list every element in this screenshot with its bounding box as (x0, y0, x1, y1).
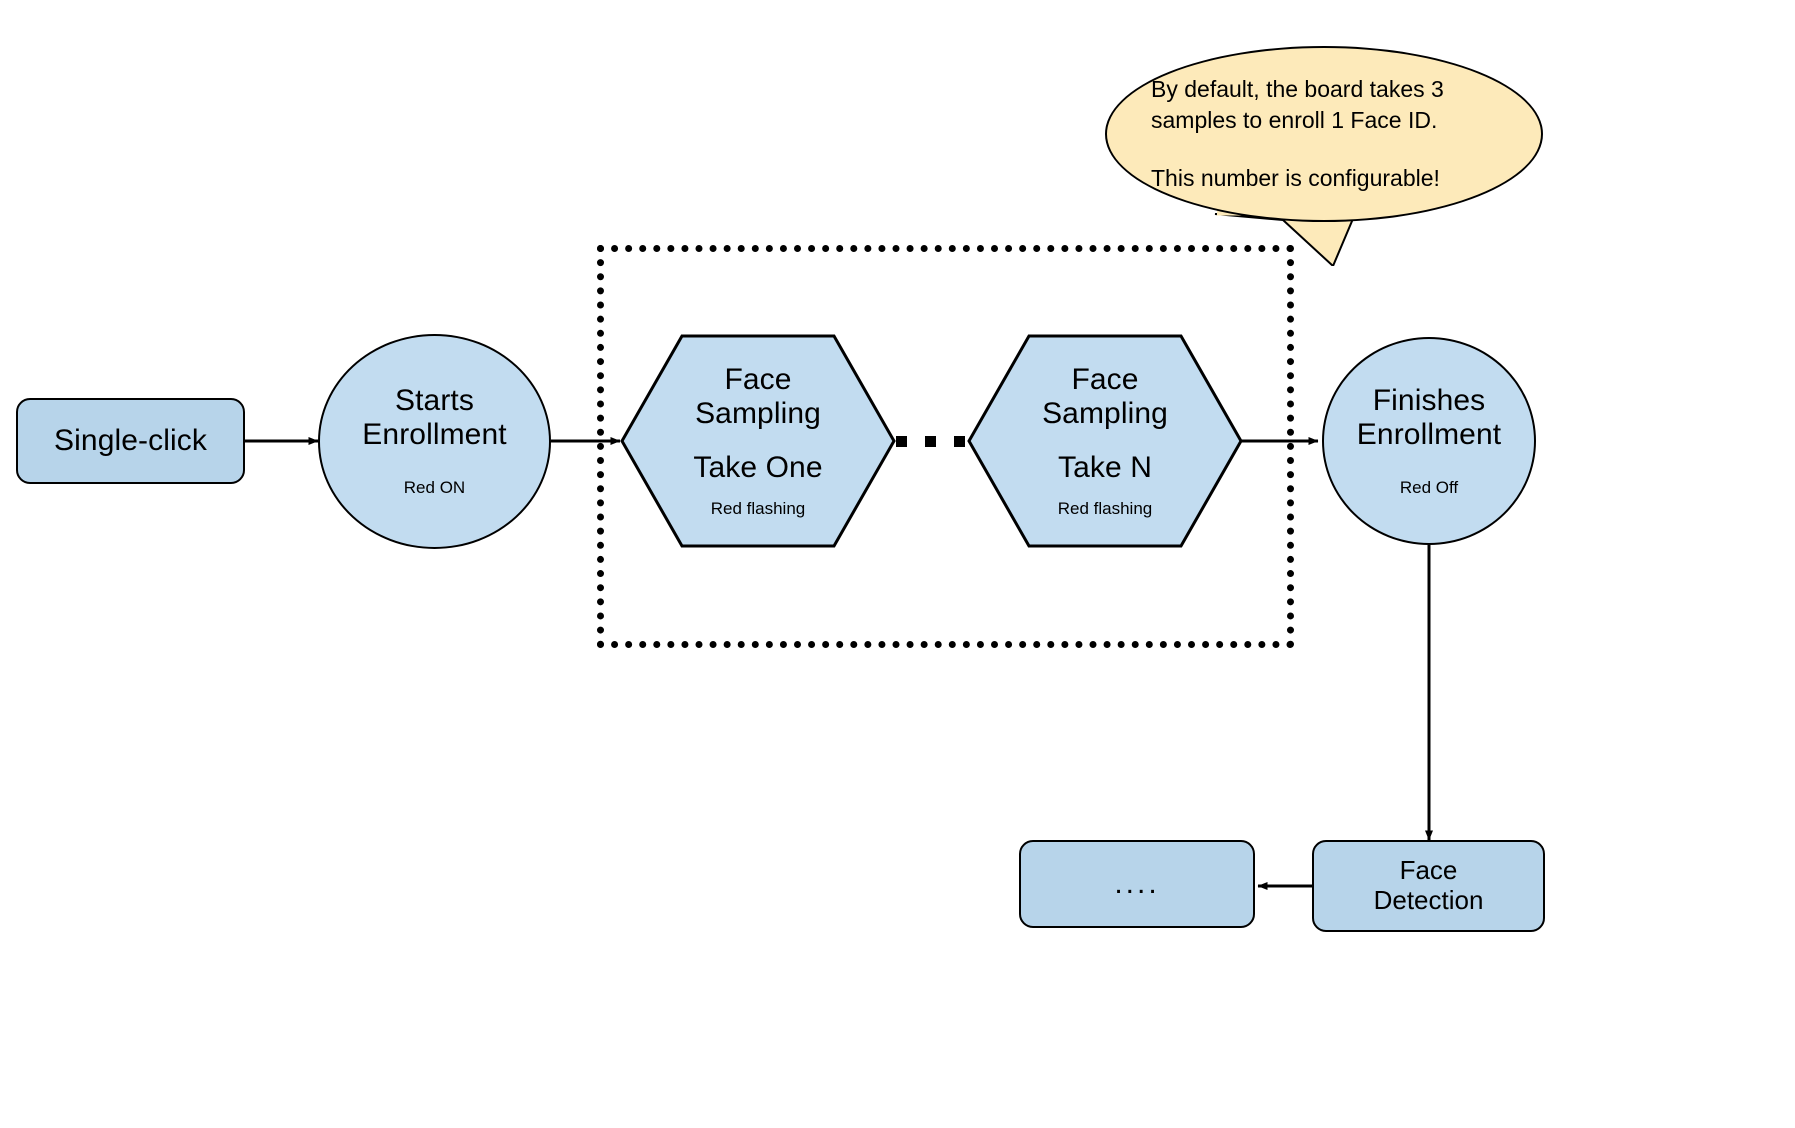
node-ellipsis-box-label: .... (1114, 867, 1160, 900)
callout-bubble-shape (1105, 46, 1543, 222)
node-finishes-enrollment-label-line1: Finishes (1372, 383, 1486, 417)
hexagon-shape-n-icon (967, 334, 1243, 548)
node-finishes-enrollment-status: Red Off (1399, 477, 1459, 497)
node-face-sampling-n[interactable]: Face Sampling Take N Red flashing (967, 333, 1243, 549)
hexagon-shape-one-icon (620, 334, 896, 548)
node-face-detection[interactable]: Face Detection (1312, 840, 1545, 932)
callout-line-3: This number is configurable! (1151, 164, 1440, 191)
node-single-click-label: Single-click (54, 424, 207, 458)
node-face-detection-label-line1: Face (1399, 855, 1458, 886)
node-finishes-enrollment[interactable]: Finishes Enrollment Red Off (1322, 337, 1536, 545)
node-ellipsis-box[interactable]: .... (1019, 840, 1255, 928)
callout-line-1: By default, the board takes 3 (1151, 76, 1444, 103)
node-face-sampling-one[interactable]: Face Sampling Take One Red flashing (620, 333, 896, 549)
node-single-click[interactable]: Single-click (16, 398, 245, 484)
node-starts-enrollment-label-line1: Starts (395, 384, 474, 418)
node-starts-enrollment[interactable]: Starts Enrollment Red ON (318, 334, 551, 549)
node-finishes-enrollment-label-line2: Enrollment (1356, 417, 1502, 451)
sampling-group-box (597, 245, 1294, 648)
callout-note: By default, the board takes 3 samples to… (1105, 46, 1543, 266)
node-face-detection-label-line2: Detection (1373, 885, 1484, 915)
node-starts-enrollment-status: Red ON (403, 478, 466, 498)
callout-line-2: samples to enroll 1 Face ID. (1151, 107, 1438, 134)
node-starts-enrollment-label-line2: Enrollment (362, 418, 507, 452)
